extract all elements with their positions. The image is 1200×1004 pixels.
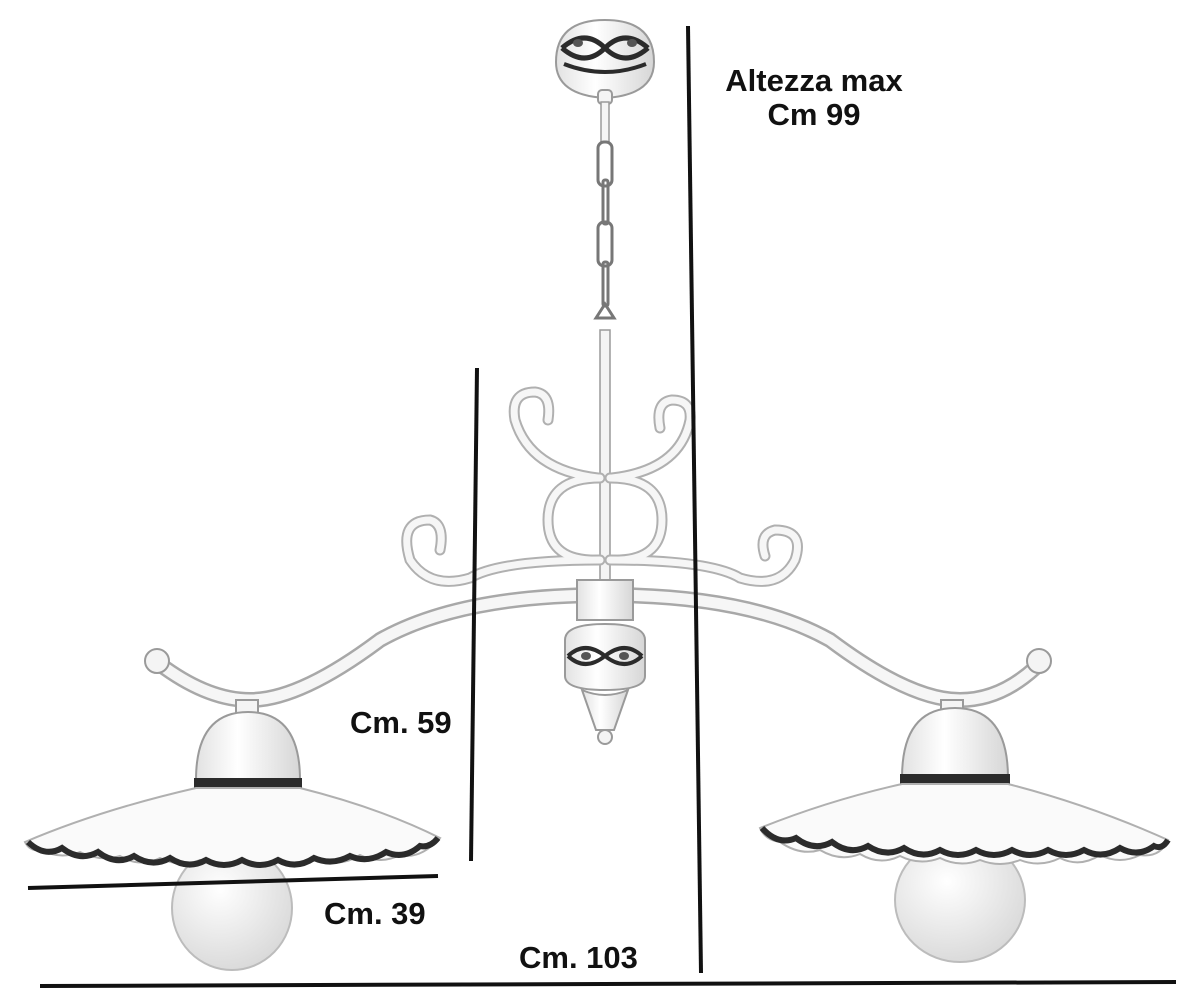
- chain-icon: [593, 101, 617, 581]
- total-width-line: [39, 980, 1177, 988]
- right-lamp: [758, 699, 1171, 963]
- max-height-label-line1: Altezza max: [725, 63, 903, 98]
- total-width-label: Cm. 103: [519, 940, 638, 975]
- max-height-label-line2: Cm 99: [767, 97, 861, 133]
- ceiling-canopy-icon: [554, 18, 656, 105]
- body-height-line: [469, 367, 479, 862]
- max-height-line: [686, 25, 703, 974]
- left-lamp: [23, 699, 442, 971]
- shade-width-label: Cm. 39: [324, 896, 426, 931]
- lampshade-icon: [23, 787, 442, 865]
- dimension-lines: [27, 25, 1177, 988]
- max-height-label: Altezza max Cm 99: [714, 63, 914, 133]
- body-height-label: Cm. 59: [350, 705, 452, 740]
- central-finial: [564, 579, 646, 745]
- shade-width-line: [27, 874, 439, 890]
